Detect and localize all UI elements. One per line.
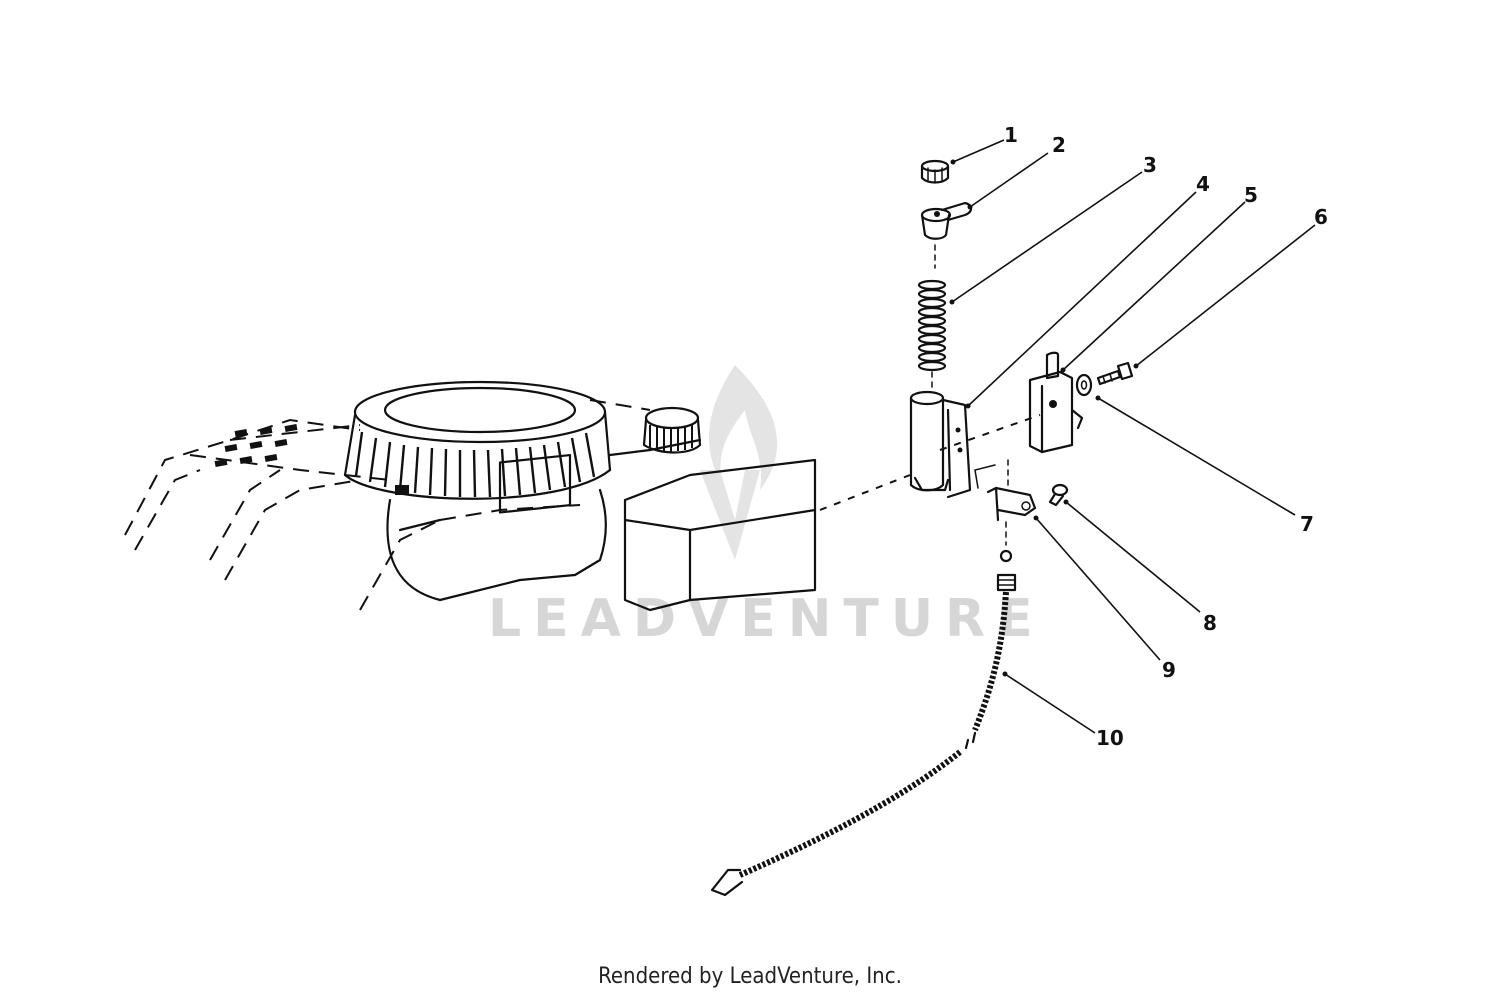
part-3-spring xyxy=(917,244,947,393)
callout-9: 9 xyxy=(1162,658,1176,682)
callout-10: 10 xyxy=(1096,726,1124,750)
callout-1: 1 xyxy=(1004,123,1018,147)
watermark: LEADVENTURE xyxy=(488,365,1045,649)
callout-labels: 1 2 3 4 5 6 7 8 9 10 xyxy=(1004,123,1328,750)
footer-credit: Rendered by LeadVenture, Inc. xyxy=(598,964,902,989)
part-5-switch xyxy=(1028,351,1084,454)
part-7-washer xyxy=(1075,373,1093,397)
part-1-knob xyxy=(920,159,950,184)
part-8-screw xyxy=(1048,483,1069,507)
recoil-starter xyxy=(343,380,612,500)
watermark-text: LEADVENTURE xyxy=(488,589,1045,649)
part-10-cable xyxy=(710,549,1017,897)
callout-2: 2 xyxy=(1052,133,1066,157)
callout-6: 6 xyxy=(1314,205,1328,229)
callout-8: 8 xyxy=(1203,611,1217,635)
callout-3: 3 xyxy=(1143,153,1157,177)
mower-deck xyxy=(124,399,1041,611)
part-2-lever xyxy=(920,201,973,240)
callout-4: 4 xyxy=(1196,172,1210,196)
leader-lines xyxy=(949,139,1316,734)
callout-7: 7 xyxy=(1300,512,1314,536)
part-6-screw xyxy=(1096,361,1134,386)
engine-housing xyxy=(386,448,652,602)
deck-vent-slots xyxy=(214,424,298,467)
fuel-tank xyxy=(623,406,817,612)
part-4-bracket xyxy=(909,390,972,499)
callout-5: 5 xyxy=(1244,183,1258,207)
part-9-bracket xyxy=(974,459,1037,546)
